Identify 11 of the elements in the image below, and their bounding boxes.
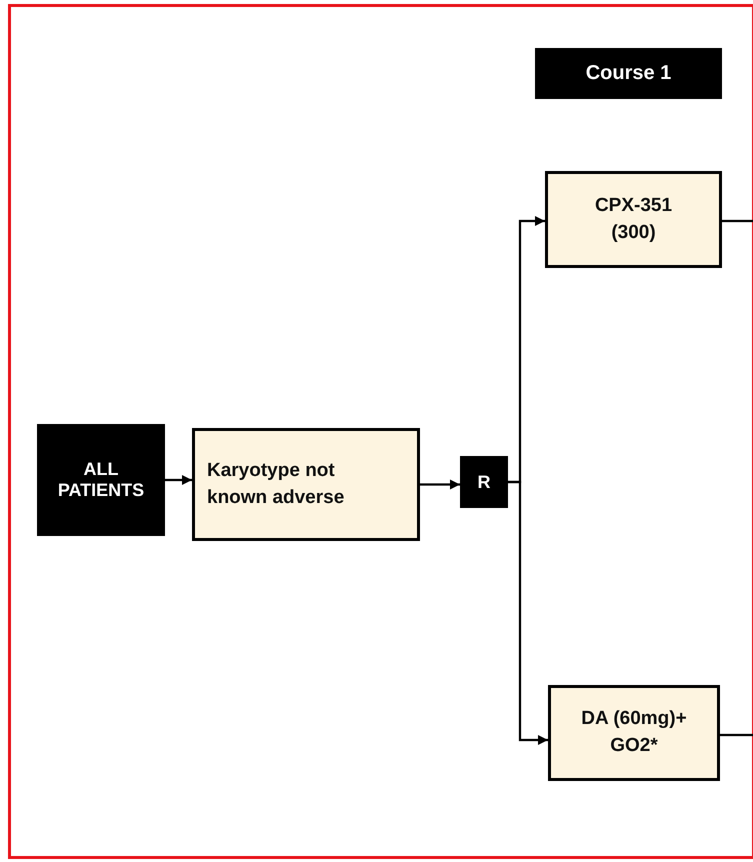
arrow bbox=[165, 475, 192, 485]
treatment-box: DA (60mg)+ GO2* bbox=[548, 685, 720, 781]
dark-box: R bbox=[460, 456, 508, 508]
course-heading-box: Course 1 bbox=[535, 48, 722, 99]
connector-line bbox=[720, 734, 753, 736]
arrow bbox=[420, 480, 460, 490]
arrow bbox=[508, 480, 548, 745]
dark-box: ALL PATIENTS bbox=[37, 424, 165, 536]
treatment-box: Karyotype not known adverse bbox=[192, 428, 420, 541]
treatment-box: CPX-351 (300) bbox=[545, 171, 722, 268]
connector-line bbox=[722, 220, 753, 222]
